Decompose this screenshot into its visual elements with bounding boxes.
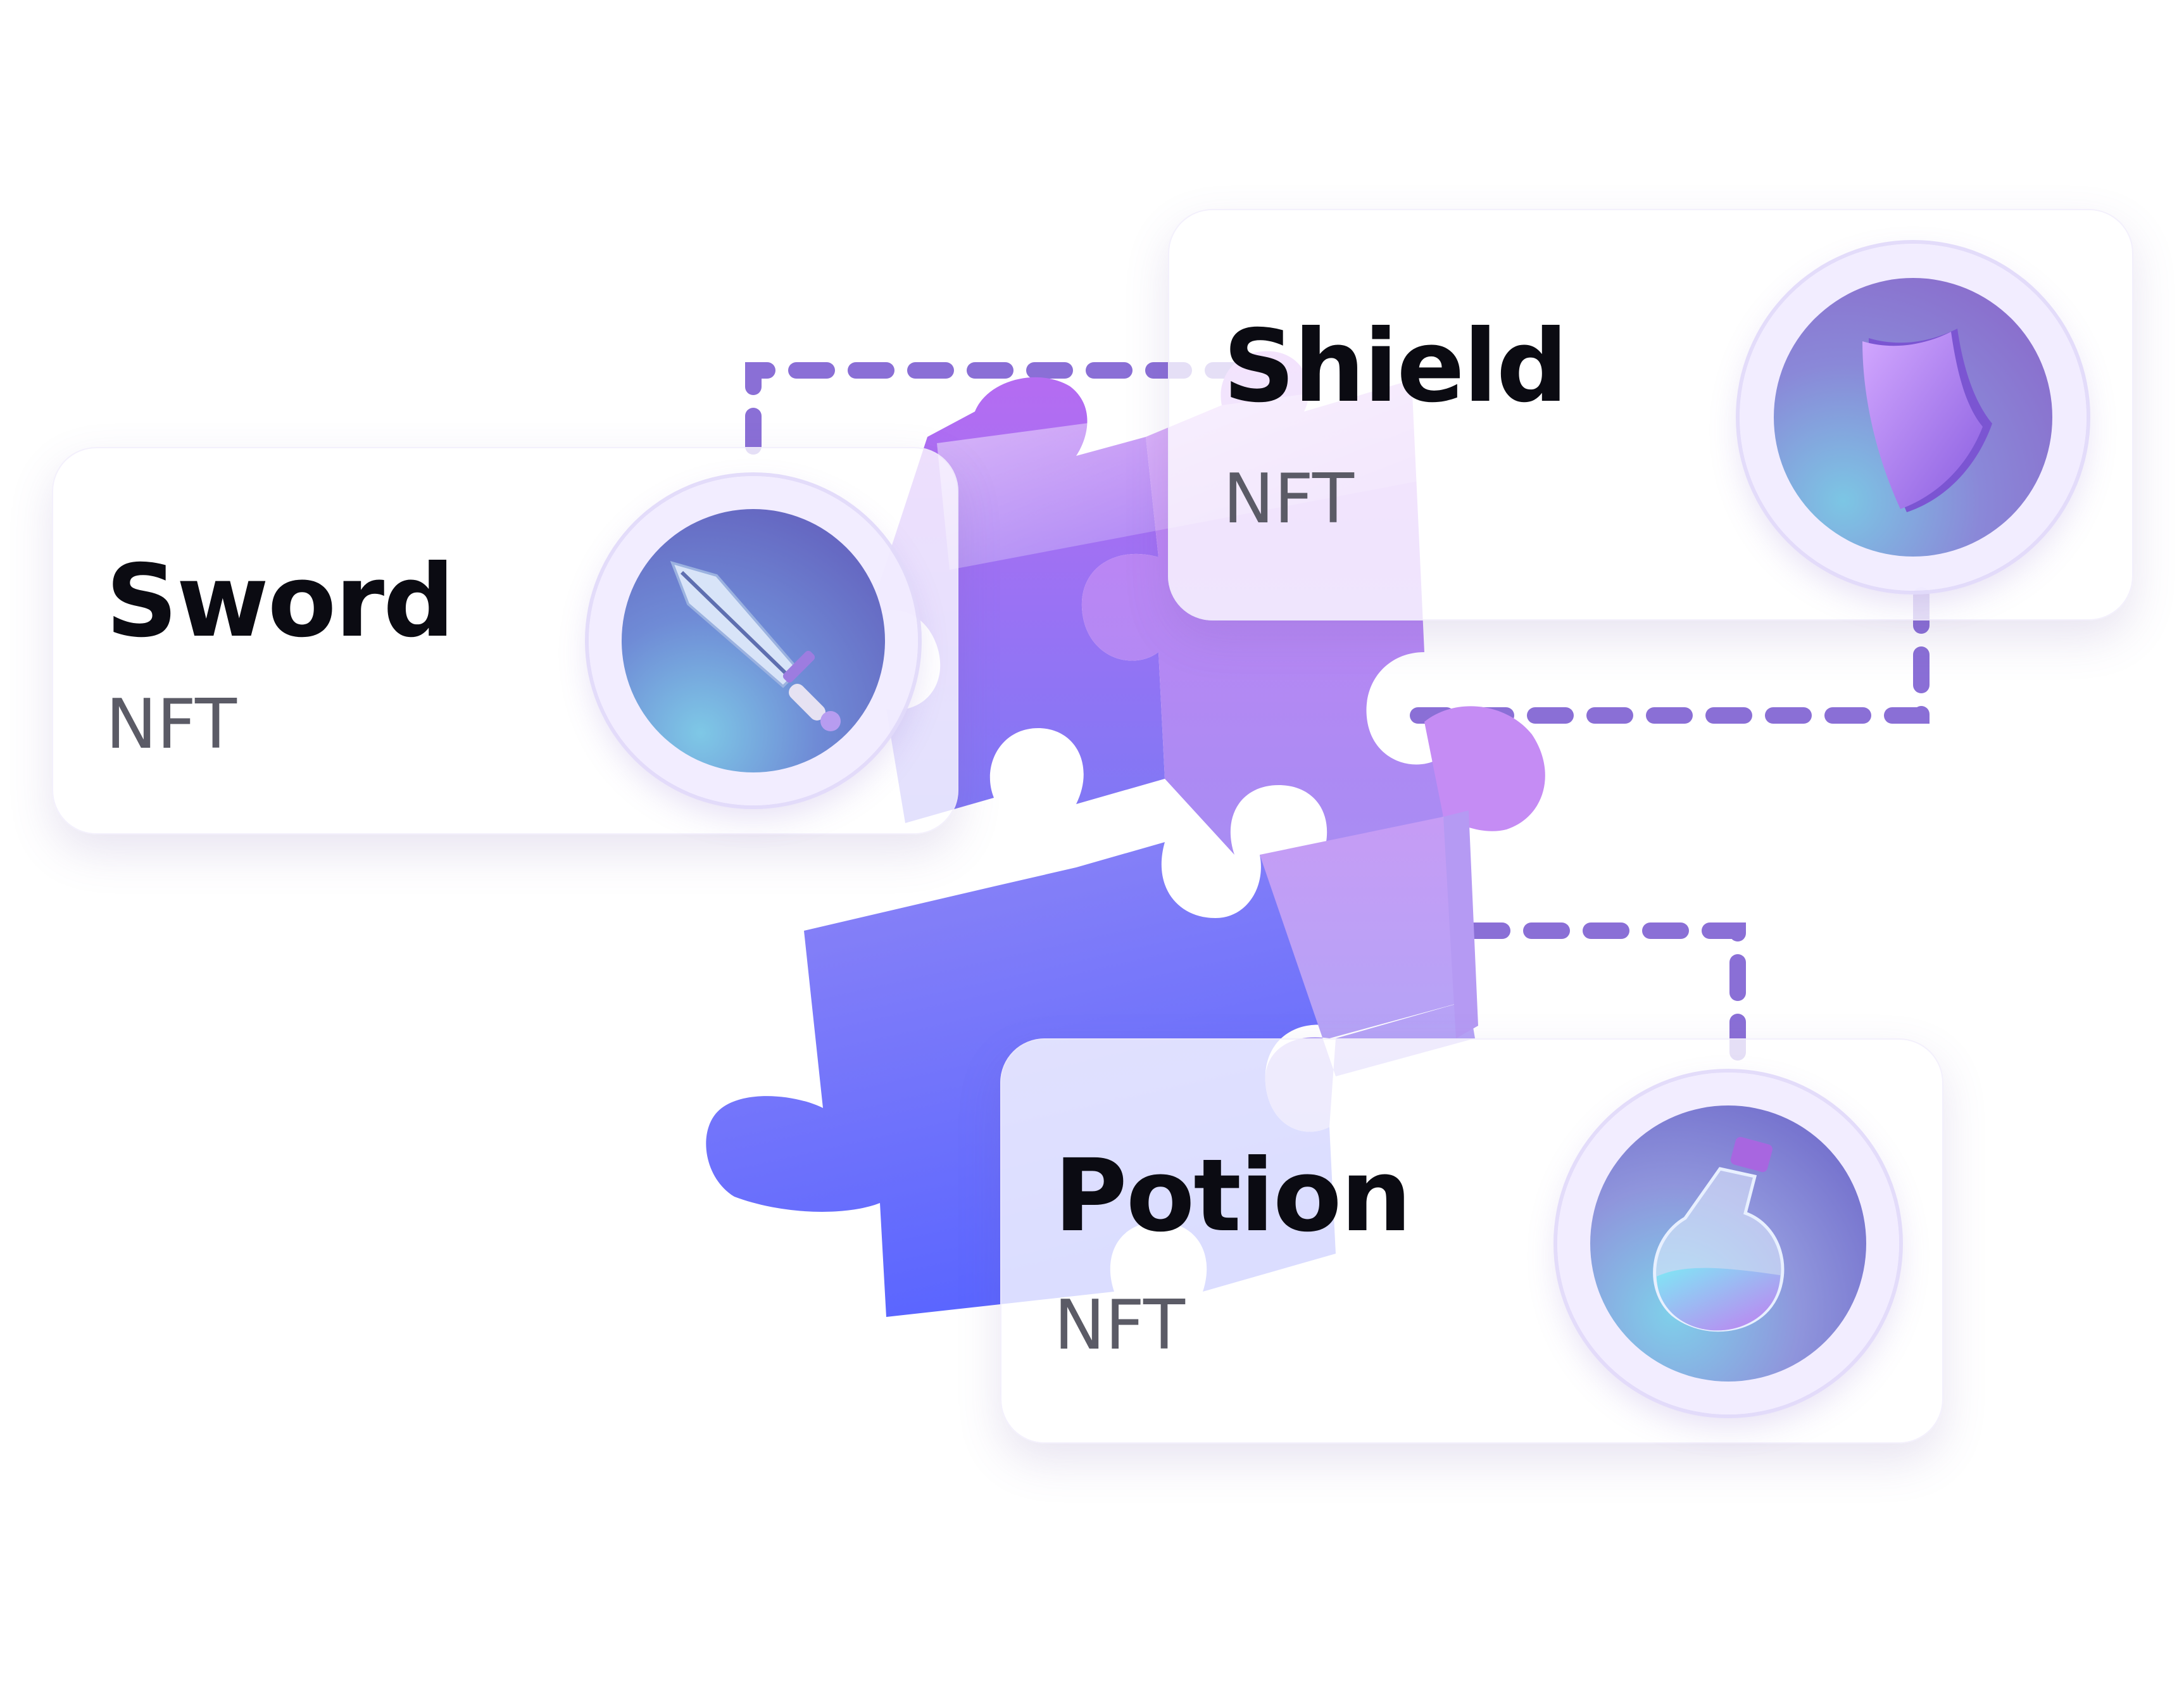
shield-card-subtitle: NFT xyxy=(1223,460,1354,539)
shield-icon xyxy=(1862,329,1992,512)
sword-badge xyxy=(589,476,918,805)
shield-badge xyxy=(1740,244,2087,591)
sword-connector xyxy=(745,362,1268,455)
shield-badge-inner xyxy=(1774,278,2052,557)
shield-card-title: Shield xyxy=(1223,308,1568,425)
potion-badge-inner xyxy=(1590,1105,1866,1382)
potion-card-subtitle: NFT xyxy=(1054,1286,1185,1365)
sword-card-title: Sword xyxy=(106,543,455,660)
potion-badge xyxy=(1557,1073,1899,1414)
sword-icon xyxy=(670,560,841,731)
sword-badge-inner xyxy=(622,509,885,772)
potion-card-title: Potion xyxy=(1054,1138,1412,1254)
shield-connector xyxy=(1410,587,1930,724)
puzzle-piece-right-edge xyxy=(1443,810,1478,1038)
potion-connector xyxy=(1464,922,1746,1062)
puzzle-knob-right xyxy=(1424,706,1545,831)
potion-icon xyxy=(1653,1136,1785,1332)
sword-card-subtitle: NFT xyxy=(106,685,237,764)
